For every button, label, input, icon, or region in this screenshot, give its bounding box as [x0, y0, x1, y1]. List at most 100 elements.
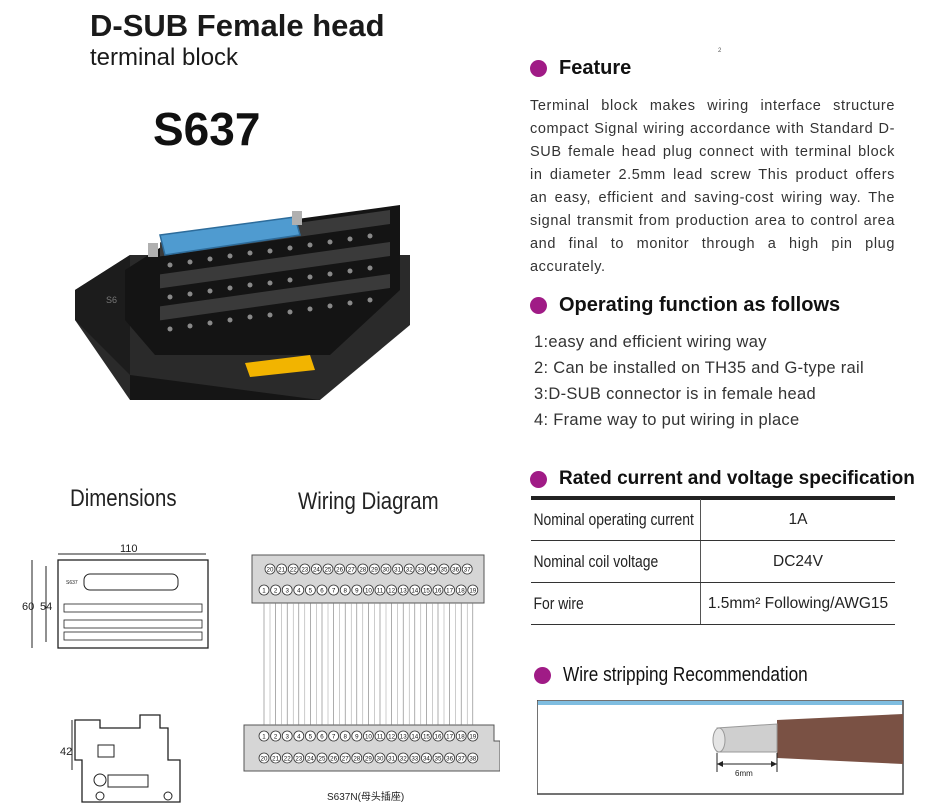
pin-label: 23: [301, 566, 308, 573]
pin-circle: [322, 563, 334, 575]
pin-circle: [276, 563, 287, 575]
pin-label: 4: [297, 587, 301, 594]
operating-item: 2: Can be installed on TH35 and G-type r…: [534, 359, 864, 377]
dsub-connector: [159, 216, 301, 256]
pin-circle: [328, 584, 339, 596]
spec-row: Nominal coil voltage DC24V: [531, 541, 895, 583]
pin-circle: [461, 563, 473, 575]
wiring-heading: Wiring Diagram: [298, 488, 439, 515]
product-title: D-SUB Female head: [90, 8, 385, 43]
spec-row: For wire 1.5mm² Following/AWG15: [531, 583, 895, 625]
pin-label: 31: [394, 566, 401, 573]
pin-label: 36: [452, 566, 459, 573]
pin-circle: [386, 584, 398, 596]
spec-value: 1A: [788, 510, 808, 528]
pin-circle: [432, 730, 444, 742]
pin-circle: [420, 752, 432, 764]
depth-dim: 42: [60, 746, 72, 758]
pin-circle: [368, 563, 380, 575]
pin-circle: [287, 563, 299, 575]
stripping-heading-text: Wire stripping Recommendation: [563, 664, 808, 686]
pin-label: 15: [423, 587, 430, 594]
inner-height-dim: 54: [40, 601, 52, 613]
pin-circle: [339, 752, 351, 764]
spec-label: Nominal operating current: [533, 509, 694, 529]
pin-label: 1: [262, 587, 266, 594]
product-print-label: S637: [66, 580, 78, 586]
pin-circle: [258, 730, 270, 742]
operating-list: 1:easy and efficient wiring way 2: Can b…: [534, 329, 864, 433]
pin-circle: [305, 730, 316, 742]
pin-circle: [455, 730, 467, 742]
pin-circle: [444, 730, 456, 742]
pin-label: 3: [285, 587, 289, 594]
model-number: S637: [153, 103, 261, 155]
rated-heading-text: Rated current and voltage specification: [559, 468, 915, 489]
pin-circle: [351, 584, 363, 596]
strip-length-label: 6mm: [735, 769, 753, 778]
pin-label: 3: [285, 733, 289, 740]
pin-label: 20: [267, 566, 274, 573]
feature-heading: Feature: [530, 57, 631, 80]
pin-circle: [328, 752, 339, 764]
pin-circle: [328, 730, 339, 742]
wire-stripping-diagram: 6mm: [537, 700, 904, 795]
pin-circle: [299, 563, 311, 575]
pin-circle: [270, 584, 281, 596]
pin-label: 22: [284, 755, 291, 762]
pin-label: 10: [365, 733, 372, 740]
outer-height-dim: 60: [22, 601, 34, 613]
pin-circle: [293, 584, 305, 596]
pin-label: 24: [313, 566, 320, 573]
pin-circle: [281, 752, 293, 764]
pin-circle: [270, 752, 281, 764]
pin-label: 28: [353, 755, 360, 762]
pin-circle: [351, 730, 363, 742]
pin-label: 23: [295, 755, 302, 762]
pin-label: 9: [355, 587, 359, 594]
pin-label: 34: [423, 755, 430, 762]
pin-circle: [339, 730, 351, 742]
pin-circle: [426, 563, 438, 575]
operating-item: 4: Frame way to put wiring in place: [534, 411, 800, 429]
pin-circle: [281, 584, 293, 596]
screw-row-dots: [167, 233, 373, 332]
pin-circle: [270, 730, 281, 742]
pin-circle: [397, 752, 409, 764]
pin-label: 35: [435, 755, 442, 762]
pin-circle: [467, 752, 479, 764]
pin-label: 26: [336, 566, 343, 573]
pin-label: 31: [388, 755, 395, 762]
pin-circle: [409, 752, 421, 764]
pin-circle: [374, 730, 386, 742]
pin-circle: [409, 730, 421, 742]
pin-label: 7: [332, 733, 336, 740]
operating-heading: Operating function as follows: [530, 294, 840, 317]
pin-label: 12: [388, 733, 395, 740]
spec-divider: [700, 583, 701, 624]
pin-label: 10: [365, 587, 372, 594]
spec-label: Nominal coil voltage: [533, 551, 659, 571]
feature-heading-text: Feature: [559, 57, 632, 79]
pin-circle: [351, 752, 363, 764]
pin-circle: [432, 584, 444, 596]
bullet-icon: [530, 470, 547, 488]
pin-circle: [311, 563, 322, 575]
width-dim: 110: [120, 543, 138, 555]
pin-label: 33: [417, 566, 424, 573]
pin-circle: [409, 584, 421, 596]
pin-label: 22: [290, 566, 297, 573]
pin-label: 38: [469, 755, 476, 762]
rated-table-top-rule: [531, 496, 895, 500]
pin-circle: [316, 752, 328, 764]
pin-circle: [392, 563, 404, 575]
pin-label: 9: [355, 733, 359, 740]
pin-circle: [415, 563, 427, 575]
pin-label: 15: [423, 733, 430, 740]
bullet-icon: [530, 297, 547, 314]
pin-circle: [334, 563, 345, 575]
spec-table: Nominal operating current 1A Nominal coi…: [531, 499, 895, 625]
product-photo: S6: [75, 205, 410, 400]
spec-label: For wire: [533, 593, 584, 613]
